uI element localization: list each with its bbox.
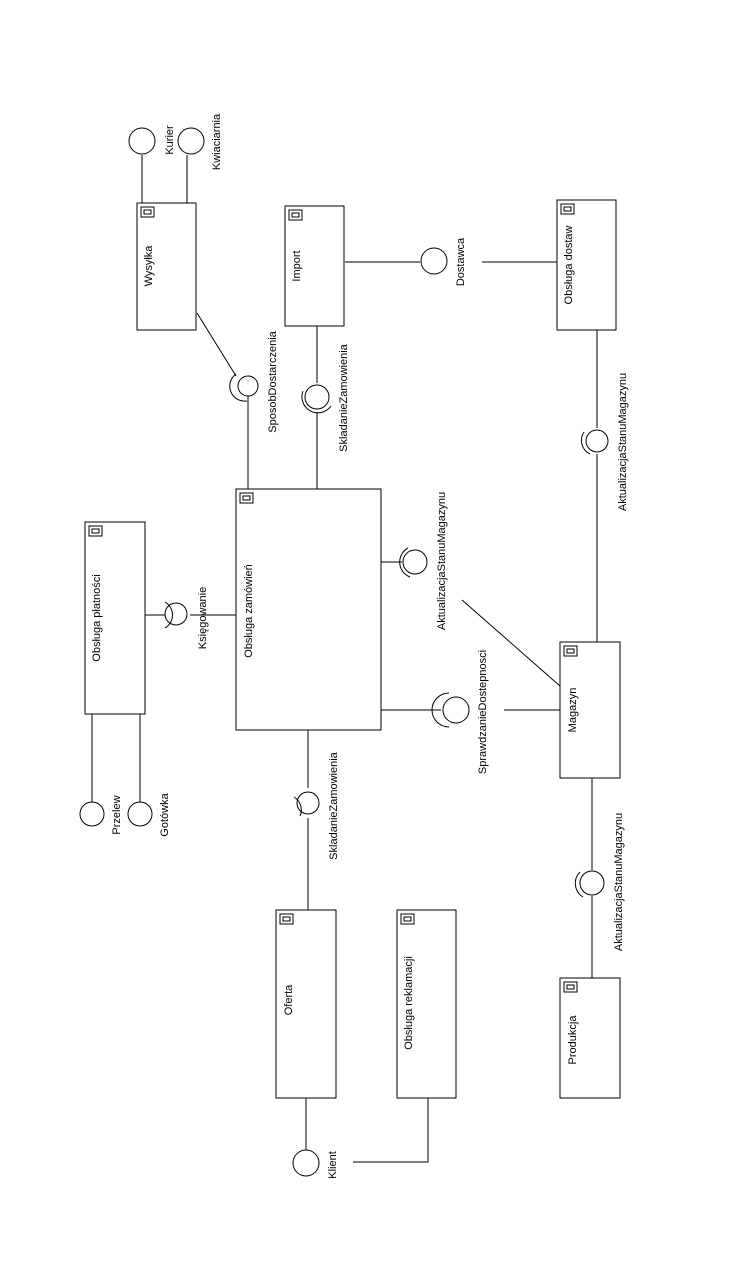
lollipop-icon	[128, 127, 156, 155]
lollipop-icon	[420, 247, 448, 275]
interface-label: SprawdzanieDostepnosci	[477, 650, 489, 774]
ball-icon	[304, 384, 330, 410]
interface-label: Klient	[327, 1151, 339, 1179]
component-label: Produkcja	[567, 1015, 579, 1065]
component-label: Obsługa zamówień	[243, 564, 255, 658]
ball-icon	[296, 791, 320, 815]
component-icon	[239, 492, 254, 504]
interface-ksiegowanie[interactable]: Księgowanie	[164, 587, 209, 649]
ball-icon	[579, 870, 605, 896]
interface-label: Kurier	[164, 125, 176, 155]
interface-gotowka[interactable]: Gotówka	[127, 792, 171, 837]
interface-label: Przelew	[111, 795, 123, 834]
lollipop-icon	[177, 127, 205, 155]
interface-dostawca[interactable]: Dostawca	[420, 237, 467, 286]
ball-icon	[164, 602, 188, 626]
component-label: Magazyn	[567, 688, 579, 733]
interface-label: SkladanieZamowienia	[338, 343, 350, 451]
interface-label: Księgowanie	[197, 587, 209, 649]
component-icon	[560, 203, 575, 215]
component-label: Obsługa dostaw	[563, 226, 575, 305]
connector-klient-reklamacji	[353, 1098, 429, 1163]
ball-icon	[237, 375, 259, 397]
interface-aktualizacja-dostawy[interactable]: AktualizacjaStanuMagazynu	[580, 373, 629, 511]
socket-icon	[301, 390, 332, 414]
connectors	[91, 155, 598, 1163]
component-obsluga-platnosci[interactable]: Obsługa płatności	[84, 521, 146, 715]
component-obsluga-reklamacji[interactable]: Obsługa reklamacji	[396, 909, 457, 1099]
component-obsluga-dostaw[interactable]: Obsługa dostaw	[556, 199, 617, 331]
component-icon	[88, 525, 103, 537]
interface-label: Gotówka	[159, 792, 171, 836]
socket-icon	[574, 871, 584, 898]
component-obsluga-zamowien[interactable]: Obsługa zamówień	[235, 488, 382, 731]
ball-icon	[402, 549, 428, 575]
interface-label: SposobDostarczenia	[267, 330, 279, 432]
socket-icon	[229, 373, 248, 402]
interface-label: AktualizacjaStanuMagazynu	[617, 373, 629, 511]
interface-sposob-dostarczenia[interactable]: SposobDostarczenia	[229, 330, 279, 433]
socket-icon	[293, 796, 302, 817]
interface-sprawdzanie-dostepnosci[interactable]: SprawdzanieDostepnosci	[431, 650, 489, 774]
component-wysylka[interactable]: Wysyłka	[136, 202, 197, 331]
interface-label: AktualizacjaStanuMagazynu	[436, 492, 448, 630]
interface-label: Dostawca	[455, 237, 467, 286]
socket-icon	[580, 431, 591, 455]
component-icon	[563, 981, 578, 993]
interface-aktualizacja-produkcji[interactable]: AktualizacjaStanuMagazynu	[574, 813, 625, 951]
connector-wysylka-sposob	[196, 312, 237, 377]
component-produkcja[interactable]: Produkcja	[559, 977, 621, 1099]
lollipop-icon	[79, 801, 105, 827]
ball-icon	[442, 696, 470, 724]
component-label: Obsługa reklamacji	[403, 956, 415, 1050]
component-label: Wysyłka	[143, 245, 155, 287]
component-icon	[288, 209, 303, 221]
ball-icon	[585, 429, 609, 453]
interface-klient[interactable]: Klient	[292, 1149, 339, 1179]
interface-label: SkladanieZamowienia	[328, 751, 340, 859]
interface-przelew[interactable]: Przelew	[79, 795, 123, 835]
interface-label: AktualizacjaStanuMagazynu	[613, 813, 625, 951]
component-magazyn[interactable]: Magazyn	[559, 641, 621, 779]
component-import[interactable]: Import	[284, 205, 345, 327]
component-oferta[interactable]: Oferta	[275, 909, 337, 1099]
component-icon	[279, 913, 294, 925]
interface-kwiaciarnia[interactable]: Kwiaciarnia	[177, 113, 223, 170]
interface-label: Kwiaciarnia	[211, 113, 223, 170]
socket-icon	[164, 601, 174, 629]
connector-aktualizacja-diagonal	[461, 599, 561, 687]
socket-icon	[431, 692, 450, 728]
component-icon	[140, 206, 155, 218]
component-label: Oferta	[283, 984, 295, 1015]
component-icon	[563, 645, 578, 657]
interface-skladanie-zamowienia-oferta[interactable]: SkladanieZamowienia	[293, 751, 340, 860]
component-label: Import	[291, 250, 303, 281]
lollipop-icon	[127, 801, 153, 827]
interface-aktualizacja-zamowienia[interactable]: AktualizacjaStanuMagazynu	[399, 492, 448, 630]
lollipop-icon	[292, 1149, 320, 1177]
component-icon	[400, 913, 415, 925]
interface-skladanie-zamowienia-import[interactable]: SkladanieZamowienia	[301, 343, 350, 452]
interface-kurier[interactable]: Kurier	[128, 125, 176, 155]
socket-icon	[399, 547, 411, 578]
component-label: Obsługa płatności	[91, 574, 103, 661]
